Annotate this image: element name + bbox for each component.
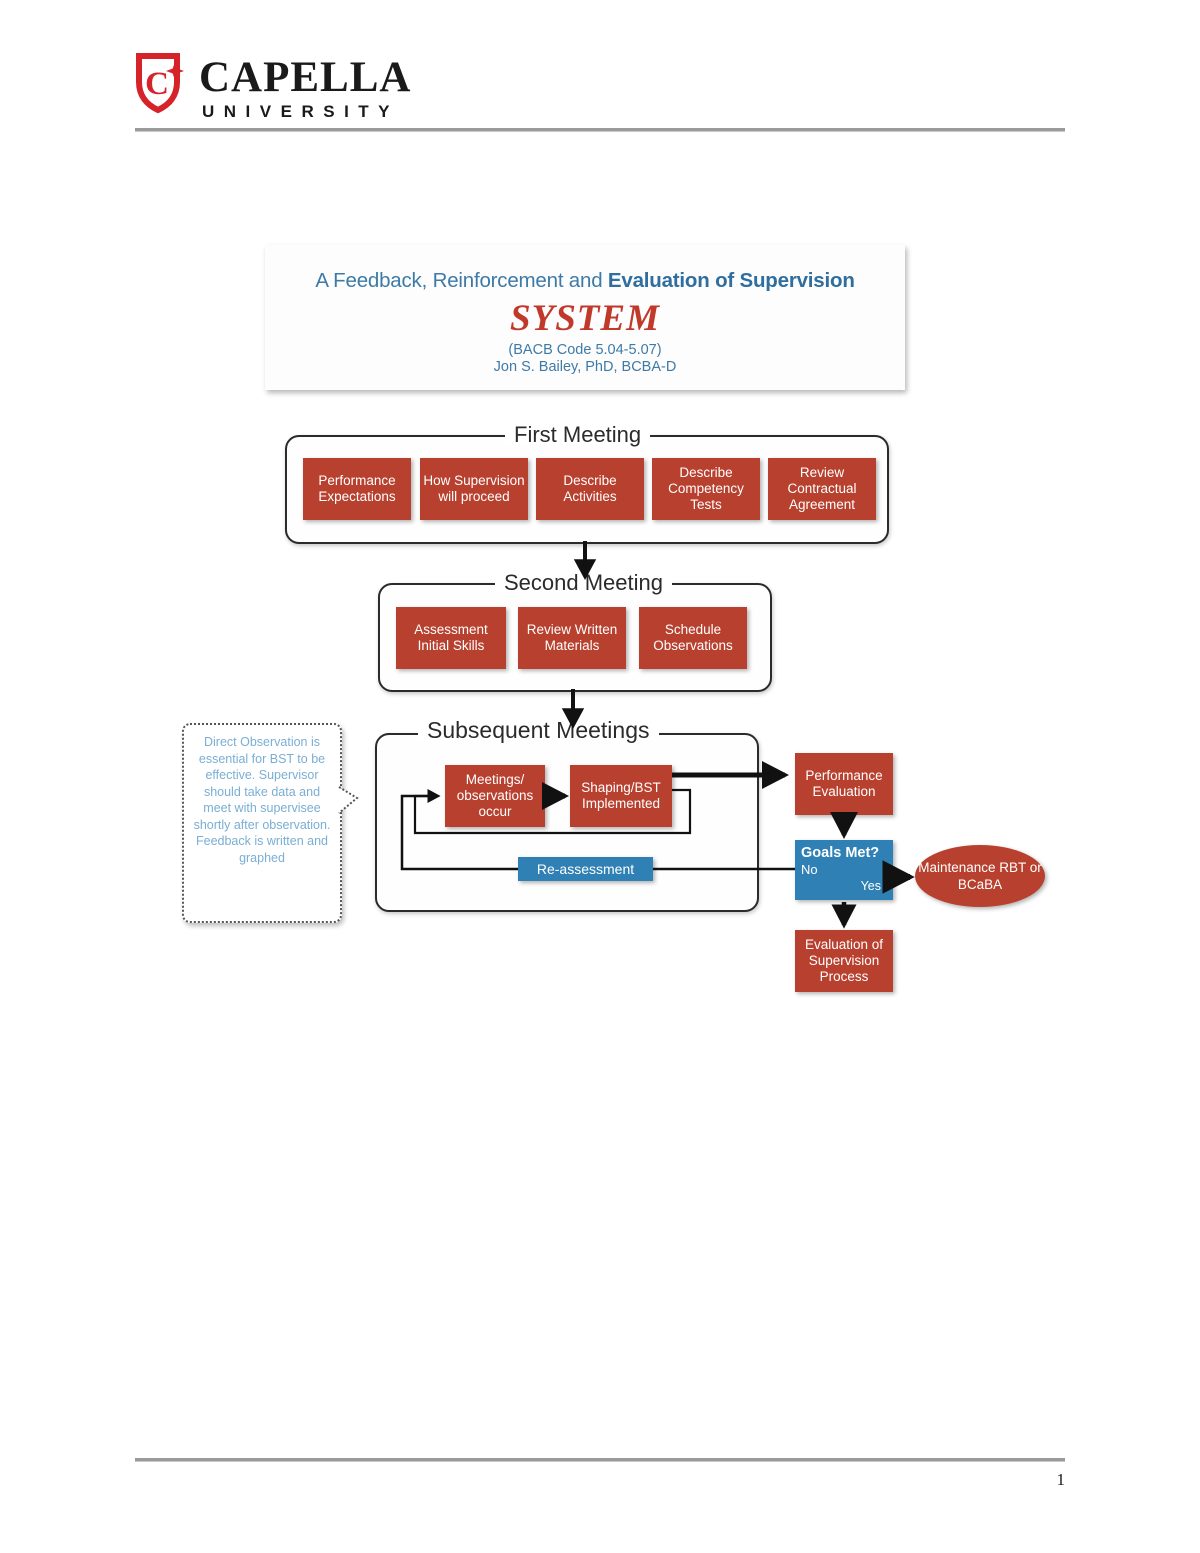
goals-met-title: Goals Met? [801, 845, 880, 861]
box-how-supervision-will-proceed[interactable]: How Supervision will proceed [420, 458, 528, 520]
footer-divider [135, 1458, 1065, 1462]
page-header: C CAPELLA UNIVERSITY [135, 52, 1065, 132]
box-re-assessment[interactable]: Re-assessment [518, 857, 653, 881]
box-shaping-bst-implemented[interactable]: Shaping/BST Implemented [570, 765, 672, 827]
diagram-title-line1: A Feedback, Reinforcement and Evaluation… [265, 269, 905, 293]
capella-wordmark: CAPELLA UNIVERSITY [199, 52, 411, 122]
diagram-title-author: Jon S. Bailey, PhD, BCBA-D [493, 359, 677, 375]
group-subsequent-meetings [375, 733, 759, 912]
box-describe-competency-tests[interactable]: Describe Competency Tests [652, 458, 760, 520]
diagram-title-line1-plain: A Feedback, Reinforcement and [315, 269, 608, 292]
box-describe-activities[interactable]: Describe Activities [536, 458, 644, 520]
group-label-subsequent-meetings: Subsequent Meetings [418, 719, 659, 742]
wordmark-university: UNIVERSITY [202, 102, 400, 121]
supervision-system-diagram: A Feedback, Reinforcement and Evaluation… [170, 245, 1060, 1000]
box-schedule-observations[interactable]: Schedule Observations [639, 607, 747, 669]
callout-text: Direct Observation is essential for BST … [193, 735, 331, 865]
diagram-title-code: (BACB Code 5.04-5.07) [508, 342, 662, 358]
box-performance-expectations[interactable]: Performance Expectations [303, 458, 411, 520]
page-number: 1 [1056, 1470, 1066, 1489]
group-label-first-meeting: First Meeting [505, 424, 651, 446]
svg-text:C: C [145, 66, 169, 102]
diagram-title-line1-bold: Evaluation of Supervision [607, 269, 855, 292]
wordmark-capella: CAPELLA [199, 54, 412, 101]
capella-logo: C CAPELLA UNIVERSITY [135, 52, 411, 122]
diagram-title-banner: A Feedback, Reinforcement and Evaluation… [265, 245, 905, 390]
box-review-written-materials[interactable]: Review Written Materials [518, 607, 626, 669]
box-goals-met-decision[interactable]: Goals Met? No Yes [795, 840, 893, 900]
box-maintenance-rbt-bcaba[interactable]: Maintenance RBT or BCaBA [915, 845, 1045, 907]
callout-tail-icon [338, 786, 359, 814]
header-divider [135, 128, 1065, 132]
diagram-title-system: SYSTEM [510, 298, 660, 339]
callout-direct-observation: Direct Observation is essential for BST … [182, 723, 342, 923]
group-label-second-meeting: Second Meeting [495, 572, 672, 594]
box-evaluation-of-supervision-process[interactable]: Evaluation of Supervision Process [795, 930, 893, 992]
box-review-contractual-agreement[interactable]: Review Contractual Agreement [768, 458, 876, 520]
goals-met-no-label: No [801, 862, 818, 877]
box-performance-evaluation[interactable]: Performance Evaluation [795, 753, 893, 815]
goals-met-yes-label: Yes [860, 879, 881, 893]
box-meetings-observations-occur[interactable]: Meetings/ observations occur [445, 765, 545, 827]
capella-shield-logo-icon: C [136, 53, 184, 114]
box-assessment-initial-skills[interactable]: Assessment Initial Skills [396, 607, 506, 669]
